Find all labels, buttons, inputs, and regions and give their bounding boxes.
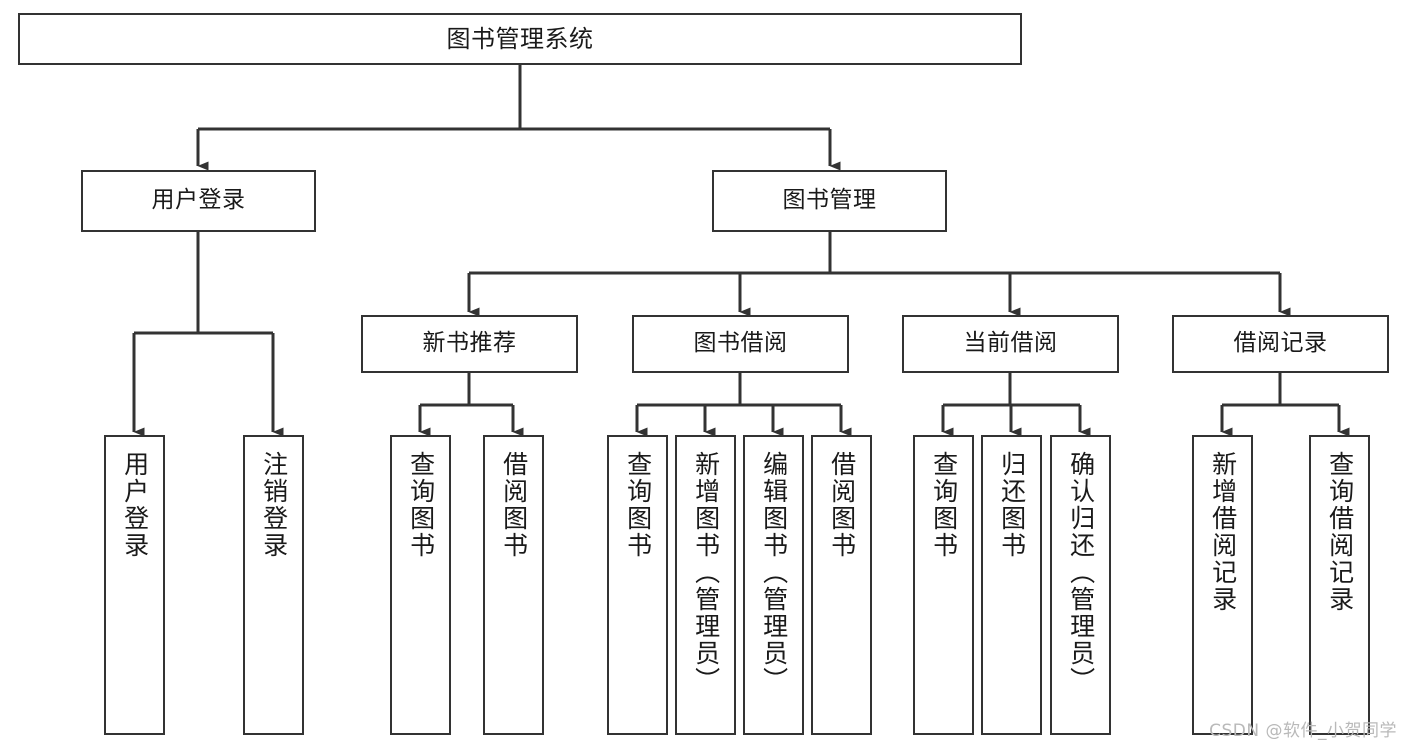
node-label: 查询借阅记录 [1325, 451, 1355, 613]
node-label: 借阅图书 [499, 451, 529, 559]
node-label: 借阅记录 [1233, 330, 1328, 357]
node-label: 新增借阅记录 [1208, 451, 1238, 613]
node-label: 图书借阅 [693, 330, 788, 357]
node-user-login[interactable]: 用户登录 [81, 170, 316, 232]
node-label: 归还图书 [997, 451, 1027, 559]
node-label: 确认归还（管理员） [1066, 451, 1096, 694]
node-label: 查询图书 [406, 451, 436, 559]
node-label: 用户登录 [120, 451, 150, 559]
node-label: 借阅图书 [827, 451, 857, 559]
node-label: 用户登录 [151, 187, 246, 214]
node-label: 查询图书 [929, 451, 959, 559]
leaf-borrow-record-add[interactable]: 新增借阅记录 [1192, 435, 1253, 735]
node-label: 查询图书 [623, 451, 653, 559]
node-label: 注销登录 [259, 451, 289, 559]
leaf-new-book-borrow[interactable]: 借阅图书 [483, 435, 544, 735]
leaf-book-borrow-add[interactable]: 新增图书（管理员） [675, 435, 736, 735]
leaf-current-borrow-confirm-return[interactable]: 确认归还（管理员） [1050, 435, 1111, 735]
node-label: 新增图书（管理员） [691, 451, 721, 694]
node-label: 当前借阅 [963, 330, 1058, 357]
node-borrow-record[interactable]: 借阅记录 [1172, 315, 1389, 373]
leaf-book-borrow-borrow[interactable]: 借阅图书 [811, 435, 872, 735]
node-label: 图书管理 [782, 187, 877, 214]
leaf-book-borrow-query[interactable]: 查询图书 [607, 435, 668, 735]
node-new-book-recommend[interactable]: 新书推荐 [361, 315, 578, 373]
node-root-system[interactable]: 图书管理系统 [18, 13, 1022, 65]
leaf-borrow-record-query[interactable]: 查询借阅记录 [1309, 435, 1370, 735]
node-label: 编辑图书（管理员） [759, 451, 789, 694]
node-book-borrow[interactable]: 图书借阅 [632, 315, 849, 373]
node-label: 图书管理系统 [446, 24, 594, 53]
leaf-book-borrow-edit[interactable]: 编辑图书（管理员） [743, 435, 804, 735]
leaf-user-login-login[interactable]: 用户登录 [104, 435, 165, 735]
leaf-new-book-query[interactable]: 查询图书 [390, 435, 451, 735]
leaf-current-borrow-return[interactable]: 归还图书 [981, 435, 1042, 735]
csdn-watermark: CSDN @软件_小贺同学 [1209, 721, 1397, 741]
node-book-management[interactable]: 图书管理 [712, 170, 947, 232]
node-current-borrow[interactable]: 当前借阅 [902, 315, 1119, 373]
node-label: 新书推荐 [422, 330, 517, 357]
leaf-user-login-logout[interactable]: 注销登录 [243, 435, 304, 735]
leaf-current-borrow-query[interactable]: 查询图书 [913, 435, 974, 735]
